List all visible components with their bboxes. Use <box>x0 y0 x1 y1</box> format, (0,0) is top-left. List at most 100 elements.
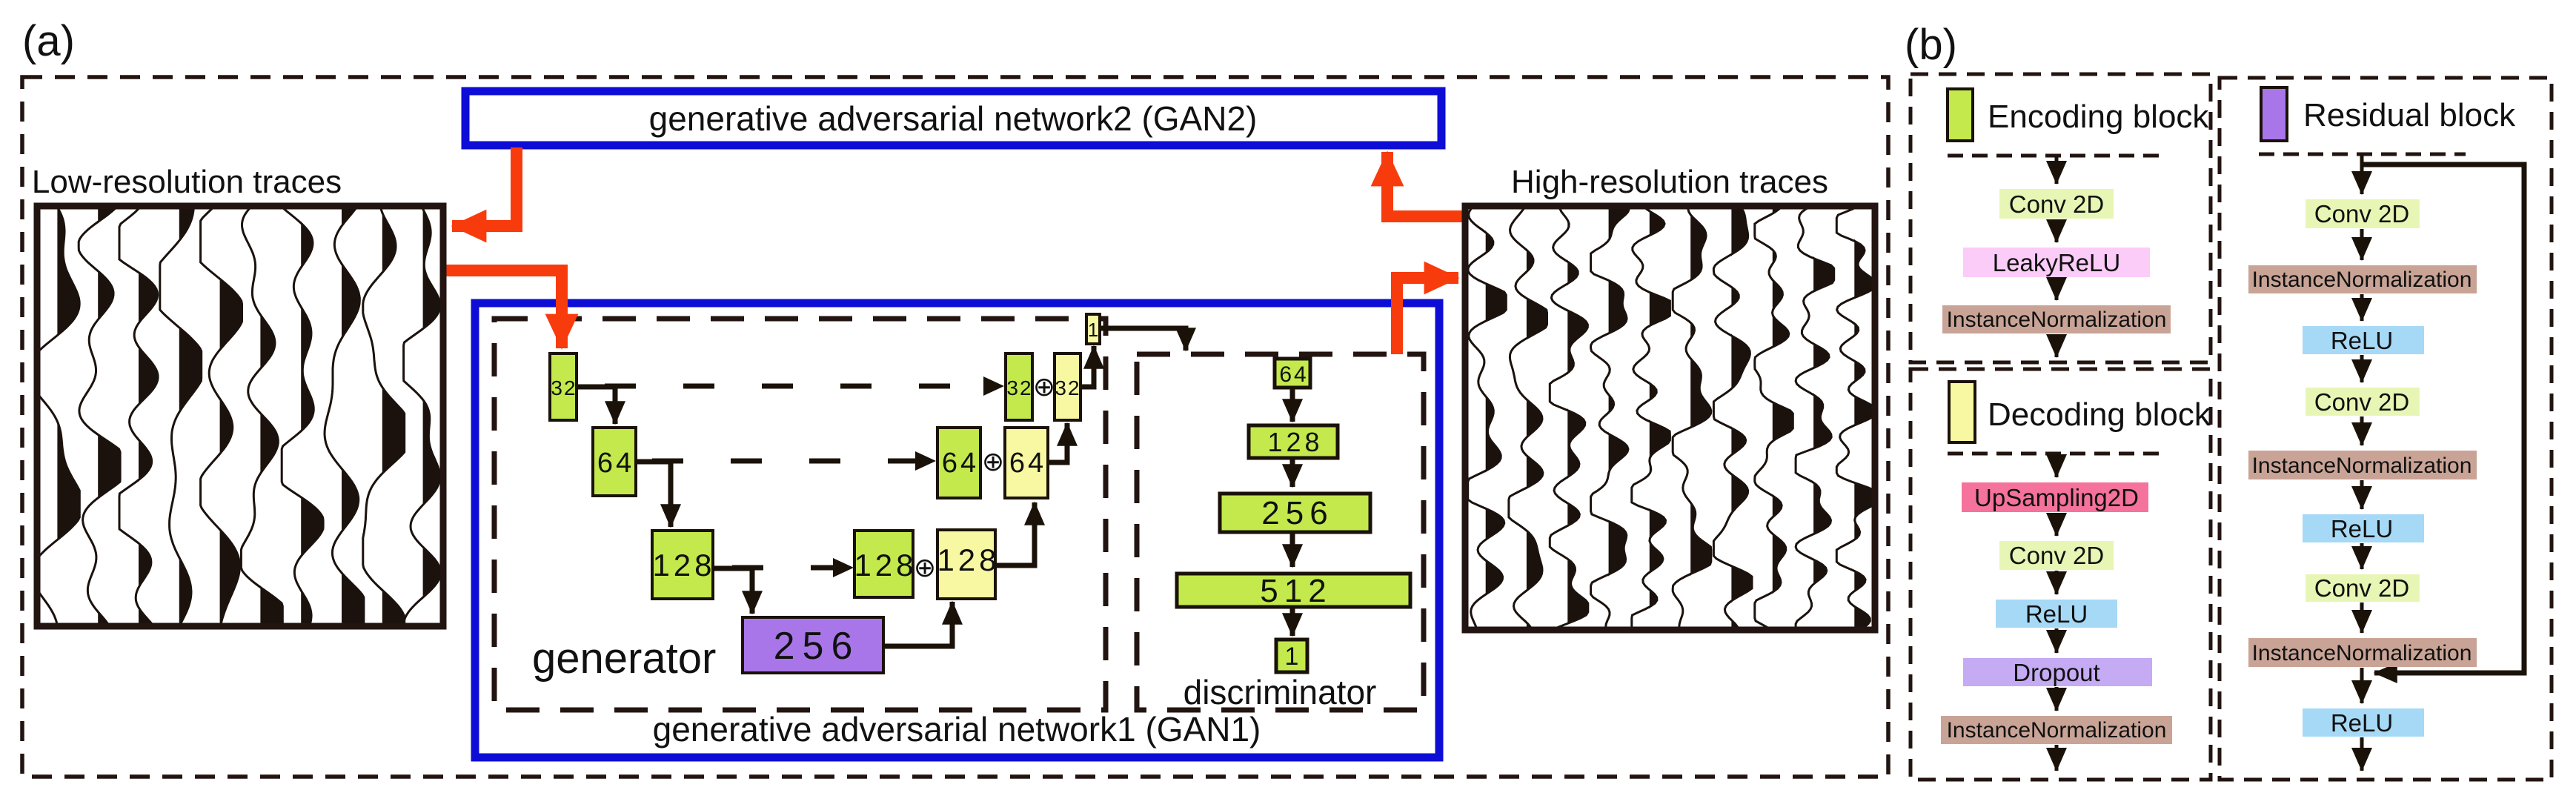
seismic-trace-fill <box>1772 206 1793 630</box>
seismic-trace-fill <box>139 206 159 626</box>
high-res-seismic-image <box>1461 202 1879 634</box>
seismic-trace-line <box>77 206 122 625</box>
seismic-trace-line <box>1590 206 1630 630</box>
res-step-1-label: InstanceNormalization <box>2252 268 2472 292</box>
unet-decoder: 128 ⊕ 128 64 ⊕ 64 32 ⊕ 32 1 <box>853 313 1101 600</box>
residual-block: Residual block Conv 2D InstanceNormaliza… <box>2217 76 2554 782</box>
seismic-trace-line <box>362 206 406 624</box>
decoding-block-border <box>1908 367 2213 782</box>
decoder-skip-box-32 <box>1004 352 1034 422</box>
seismic-trace-line <box>239 206 284 624</box>
res-step-6 <box>2306 574 2420 602</box>
gan1-label: generative adversarial network1 (GAN1) <box>653 710 1261 748</box>
residual-skip-connection <box>2362 162 2527 683</box>
decoder-box-32 <box>1053 352 1082 422</box>
seismic-trace-line <box>199 206 243 625</box>
seismic-trace-fill <box>1567 206 1588 630</box>
seismic-trace-line <box>323 206 365 625</box>
seismic-trace-fill <box>1526 206 1547 630</box>
res-step-1 <box>2248 265 2477 293</box>
residual-block-border <box>2217 76 2554 782</box>
disc-box-128-label: 128 <box>1267 427 1323 457</box>
seismic-trace-fill <box>1854 206 1875 630</box>
seismic-trace-fill <box>219 206 242 626</box>
encoding-block: Encoding block Conv 2D LeakyReLU Instanc… <box>1908 72 2213 365</box>
seismic-trace-fill <box>1649 206 1670 630</box>
skip-arrowhead-64 <box>915 451 936 471</box>
decoder-skip-box-32-label: 32 <box>1006 376 1032 399</box>
dec-step-upsampling <box>1962 482 2148 512</box>
seismic-trace-line <box>1794 206 1836 630</box>
enc-step-conv2d <box>1999 189 2114 219</box>
dec-step-conv2d <box>1999 541 2114 570</box>
disc-box-1-label: 1 <box>1285 643 1299 671</box>
seismic-trace-line <box>402 206 442 625</box>
encoding-title: Encoding block <box>1988 99 2209 135</box>
seismic-trace-line <box>1630 206 1671 630</box>
generator-dashed-box <box>491 316 1109 713</box>
decoder-box-32-label: 32 <box>1055 376 1080 399</box>
decoder-box-64 <box>1003 426 1049 499</box>
encoder-box-32-label: 32 <box>551 376 577 399</box>
disc-box-512-label: 512 <box>1260 573 1332 609</box>
seismic-trace-line <box>1835 206 1875 630</box>
res-step-0 <box>2306 199 2420 228</box>
panel-b-label: (b) <box>1905 21 1957 69</box>
unet-flow-arrows <box>577 325 1196 649</box>
seismic-trace-line <box>1507 206 1548 630</box>
res-step-8 <box>2303 708 2424 737</box>
seismic-trace-line <box>159 206 203 625</box>
res-step-3 <box>2306 388 2420 416</box>
dec-step-relu <box>1996 600 2117 628</box>
concat-symbol-32: ⊕ <box>1033 371 1055 402</box>
low-res-label: Low-resolution traces <box>32 164 342 200</box>
seismic-trace-fill <box>98 206 121 626</box>
encoding-block-border <box>1908 72 2213 365</box>
decoder-box-64-label: 64 <box>1009 448 1046 479</box>
res-step-5-label: ReLU <box>2331 515 2393 542</box>
seismic-trace-line <box>37 206 81 625</box>
dec-step-relu-label: ReLU <box>2025 600 2088 628</box>
decoding-block: Decoding block UpSampling2D Conv 2D ReLU… <box>1908 367 2213 782</box>
decoding-swatch <box>1948 380 1976 444</box>
res-step-4-label: InstanceNormalization <box>2252 454 2472 478</box>
seismic-trace-line <box>118 206 159 625</box>
unet-encoder: 32 64 128 256 <box>548 352 885 674</box>
seismic-trace-line <box>1467 206 1507 630</box>
disc-box-256 <box>1218 491 1372 534</box>
encoder-box-64-label: 64 <box>597 448 634 479</box>
panel-a-label: (a) <box>22 17 75 65</box>
seismic-trace-fill <box>422 206 441 626</box>
seismic-trace-fill <box>179 206 202 626</box>
concat-symbol-64: ⊕ <box>982 446 1004 477</box>
encoder-box-64 <box>591 426 637 497</box>
arrow-generated-to-highres <box>1391 261 1460 354</box>
disc-box-64 <box>1272 356 1312 390</box>
seismic-trace-fill <box>1485 206 1507 630</box>
red-arrows <box>443 147 1465 354</box>
dec-step-conv2d-label: Conv 2D <box>2009 542 2104 569</box>
seismic-trace-line <box>1712 206 1753 630</box>
seismic-trace-line <box>280 206 325 625</box>
dec-step-dropout-label: Dropout <box>2013 659 2099 686</box>
discriminator-dashed-box <box>1134 351 1427 713</box>
skip-arrowhead-32 <box>983 376 1004 396</box>
res-step-5 <box>2303 514 2424 542</box>
residual-swatch <box>2260 86 2288 142</box>
generator-output-box-1-label: 1 <box>1088 319 1098 341</box>
high-res-label: High-resolution traces <box>1511 164 1828 200</box>
res-step-3-label: Conv 2D <box>2314 388 2409 416</box>
decoder-skip-box-128-label: 128 <box>854 548 917 582</box>
low-res-image-border <box>33 202 447 630</box>
dec-step-instnorm-label: InstanceNormalization <box>1947 718 2167 743</box>
enc-step-leakyrelu-label: LeakyReLU <box>1993 249 2120 276</box>
seismic-trace-fill <box>382 206 405 626</box>
res-step-7 <box>2248 638 2477 667</box>
res-step-6-label: Conv 2D <box>2314 574 2409 602</box>
seismic-trace-fill <box>1608 206 1630 630</box>
decoder-skip-box-64-label: 64 <box>942 448 979 479</box>
high-res-image-border <box>1461 202 1879 634</box>
res-step-7-label: InstanceNormalization <box>2252 641 2472 665</box>
generator-label: generator <box>532 634 716 683</box>
